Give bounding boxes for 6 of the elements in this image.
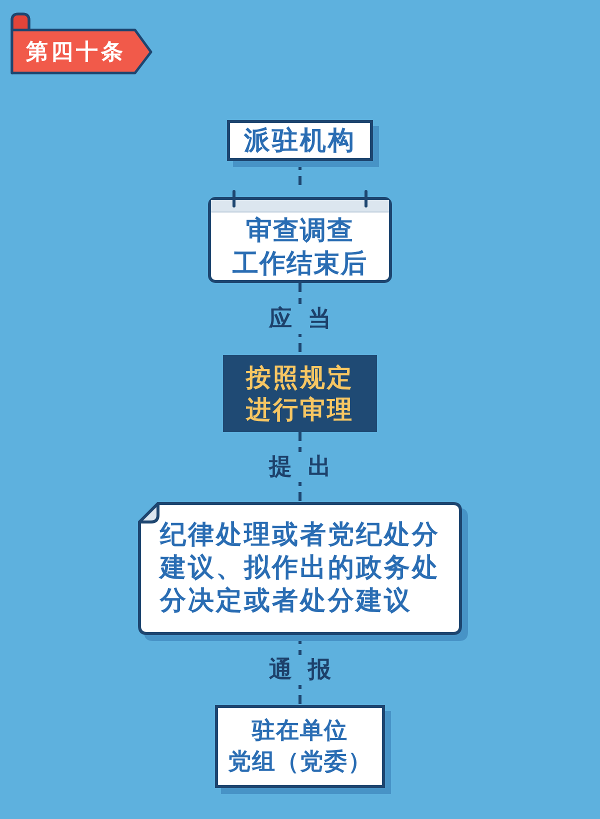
edge-label: 提出	[269, 452, 331, 482]
edge-label: 通报	[269, 655, 331, 685]
process-box: 按照规定进行审理	[223, 355, 377, 432]
note-box: 纪律处理或者党纪处分建议、拟作出的政务处分决定或者处分建议	[138, 502, 462, 635]
edge-label: 应当	[269, 304, 331, 334]
title-banner: 第四十条	[8, 12, 154, 76]
